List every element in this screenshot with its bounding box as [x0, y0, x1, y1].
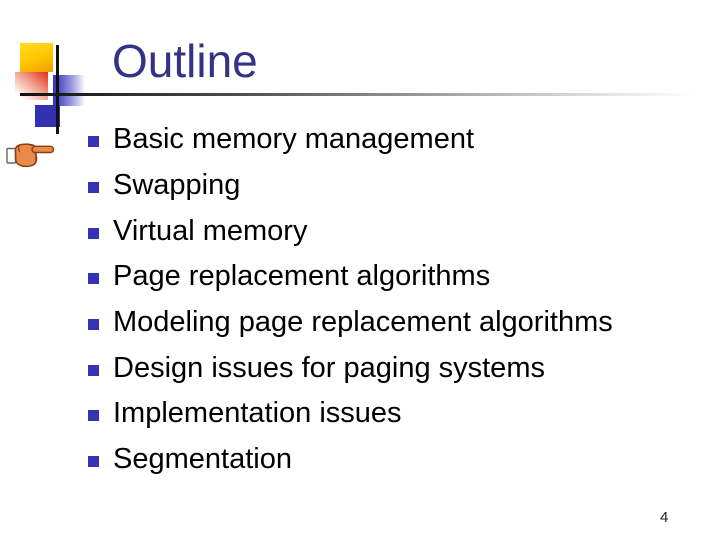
- decor-yellow-square: [20, 43, 53, 72]
- bullet-square-icon: [88, 456, 99, 468]
- bullet-item: Segmentation: [88, 437, 613, 483]
- bullet-item: Design issues for paging systems: [88, 345, 613, 391]
- bullet-square-icon: [88, 227, 99, 239]
- bullet-square-icon: [88, 319, 99, 331]
- bullet-text: Implementation issues: [113, 397, 402, 430]
- bullet-text: Page replacement algorithms: [113, 260, 491, 293]
- pointing-hand-icon: [5, 136, 55, 172]
- slide-title: Outline: [112, 35, 258, 87]
- bullet-text: Modeling page replacement algorithms: [113, 306, 613, 339]
- bullet-square-icon: [88, 182, 99, 194]
- bullet-square-icon: [88, 410, 99, 422]
- bullet-text: Virtual memory: [113, 214, 308, 247]
- bullet-item: Basic memory management: [88, 117, 613, 163]
- bullet-text: Swapping: [113, 169, 241, 202]
- corner-decoration: [0, 0, 120, 150]
- bullet-square-icon: [88, 136, 99, 148]
- bullet-item: Implementation issues: [88, 391, 613, 437]
- bullet-item: Swapping: [88, 163, 613, 209]
- bullet-item: Modeling page replacement algorithms: [88, 300, 613, 346]
- bullet-item: Page replacement algorithms: [88, 254, 613, 300]
- page-number: 4: [660, 509, 669, 526]
- bullet-text: Design issues for paging systems: [113, 351, 545, 384]
- bullet-text: Segmentation: [113, 443, 292, 476]
- decor-vertical-line: [56, 45, 59, 134]
- bullet-item: Virtual memory: [88, 208, 613, 254]
- decor-blue-square: [35, 105, 60, 127]
- bullet-text: Basic memory management: [113, 123, 475, 156]
- bullet-square-icon: [88, 364, 99, 376]
- bullet-square-icon: [88, 273, 99, 285]
- bullet-list: Basic memory management Swapping Virtual…: [88, 117, 613, 483]
- title-underline-rule: [20, 93, 715, 96]
